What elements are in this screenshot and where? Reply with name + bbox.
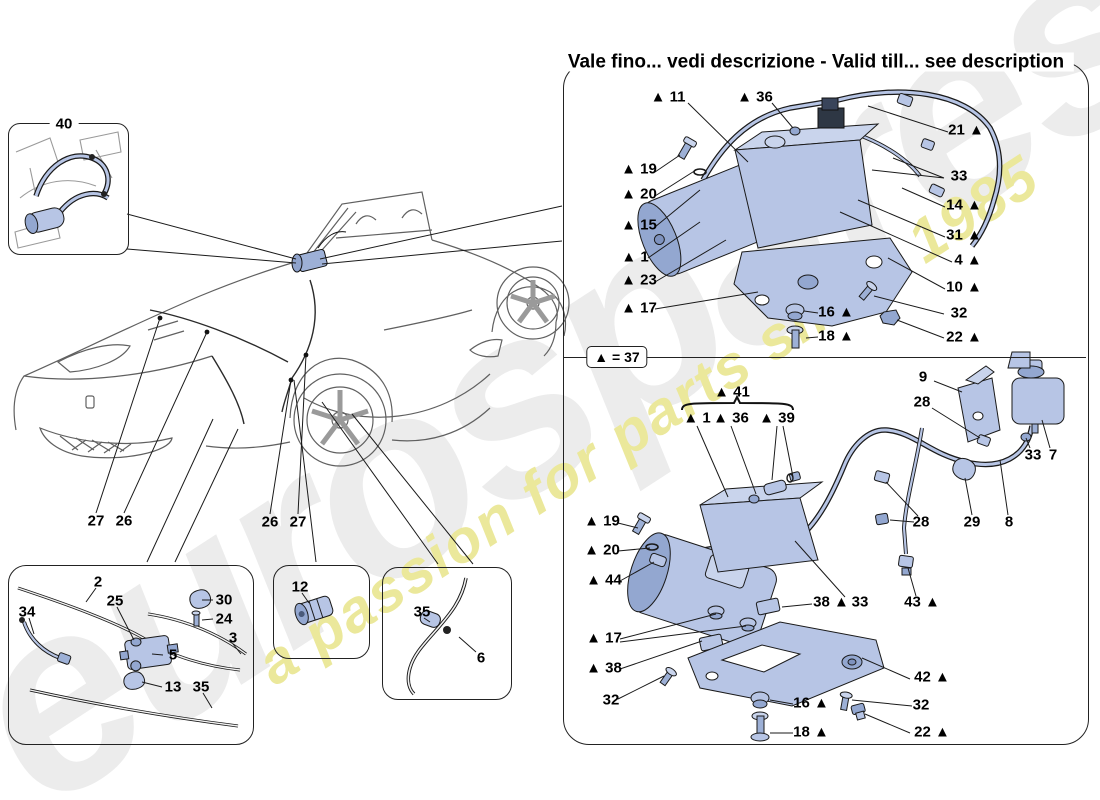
triangle-legend: ▲ = 37 <box>586 346 648 368</box>
part-callout: 18 ▲ <box>818 327 854 345</box>
part-callout: 12 <box>291 578 309 596</box>
part-callout: 21 ▲ <box>948 121 984 139</box>
part-callout: 34 <box>18 603 36 621</box>
part-callout: 28 <box>913 393 931 411</box>
car-clip-dots <box>157 315 309 383</box>
part-callout: ▲ 17 <box>621 299 657 317</box>
panel-divider <box>564 357 1086 358</box>
part-callout: ▲ 39 <box>759 409 795 427</box>
part-callout: 33 <box>851 593 869 611</box>
inset-box-union <box>273 565 370 659</box>
part-callout: ▲ 44 <box>586 571 622 589</box>
part-callout: ▲ 23 <box>621 271 657 289</box>
part-callout: 5 <box>168 646 178 664</box>
part-callout: ▲ 19 <box>621 160 657 178</box>
reference-lines <box>95 205 563 565</box>
part-callout: 35 <box>192 678 210 696</box>
wheel-spokes <box>311 280 556 446</box>
part-callout: 42 ▲ <box>914 668 950 686</box>
part-callout: 31 ▲ <box>946 226 982 244</box>
part-callout: 43 ▲ <box>904 593 940 611</box>
part-callout: 7 <box>1048 446 1058 464</box>
part-callout: 26 <box>115 512 133 530</box>
part-callout: 26 <box>261 513 279 531</box>
part-callout: 33 <box>1024 446 1042 464</box>
part-callout: 4 ▲ <box>954 251 982 269</box>
validity-title: Vale fino... vedi descrizione - Valid ti… <box>557 52 1075 72</box>
part-callout: 3 <box>228 629 238 647</box>
part-callout: ▲ 11 <box>650 88 686 106</box>
inset-box-hoses <box>8 565 254 745</box>
inset40-art <box>14 131 122 249</box>
car-line-art <box>13 191 570 467</box>
part-callout: ▲ 1 <box>621 248 649 266</box>
part-callout: ▲ 41 <box>714 383 750 401</box>
part-callout: ▲ 15 <box>621 216 657 234</box>
part-callout: 8 <box>1004 513 1014 531</box>
part-callout: 14 ▲ <box>946 196 982 214</box>
part-callout: 32 <box>912 696 930 714</box>
part-callout: 38 ▲ <box>813 593 849 611</box>
inset-pipe-art <box>406 577 477 696</box>
part-callout: 9 <box>918 368 928 386</box>
part-callout: ▲ 20 <box>584 541 620 559</box>
part-callout: 32 <box>602 691 620 709</box>
inset-union-art <box>294 592 334 626</box>
part-callout: ▲ 1 <box>683 409 711 427</box>
part-callout: ▲ 20 <box>621 185 657 203</box>
part-callout: 13 <box>164 678 182 696</box>
car-pipe-routing <box>149 279 316 425</box>
inset-hoses-art <box>17 586 247 728</box>
part-callout: 22 ▲ <box>946 328 982 346</box>
part-callout: 29 <box>963 513 981 531</box>
part-callout: 28 <box>912 513 930 531</box>
part-callout: 18 ▲ <box>793 723 829 741</box>
part-callout: ▲ 36 <box>713 409 749 427</box>
part-callout: ▲ 17 <box>586 629 622 647</box>
part-callout: ▲ 19 <box>584 512 620 530</box>
part-callout: 16 ▲ <box>793 694 829 712</box>
part-callout: 2 <box>93 573 103 591</box>
part-callout: 6 <box>476 649 486 667</box>
part-callout: 25 <box>106 592 124 610</box>
upper-assembly-art <box>637 89 1003 349</box>
part-callout: ▲ 38 <box>586 659 622 677</box>
part-callout: 24 <box>215 610 233 628</box>
part-callout: 40 <box>49 116 79 132</box>
part-callout: 35 <box>413 603 431 621</box>
part-callout: 32 <box>950 304 968 322</box>
inset-box-40 <box>8 123 129 255</box>
part-callout: 27 <box>289 513 307 531</box>
part-callout: 33 <box>950 167 968 185</box>
lower-assembly-art <box>617 351 1065 742</box>
part-callout: 22 ▲ <box>914 723 950 741</box>
part-callout: ▲ 36 <box>737 88 773 106</box>
part-callout: 16 ▲ <box>818 303 854 321</box>
part-callout: 10 ▲ <box>946 278 982 296</box>
part-callout: 30 <box>215 591 233 609</box>
inset-box-pipe <box>382 567 512 700</box>
part-callout: 27 <box>87 512 105 530</box>
